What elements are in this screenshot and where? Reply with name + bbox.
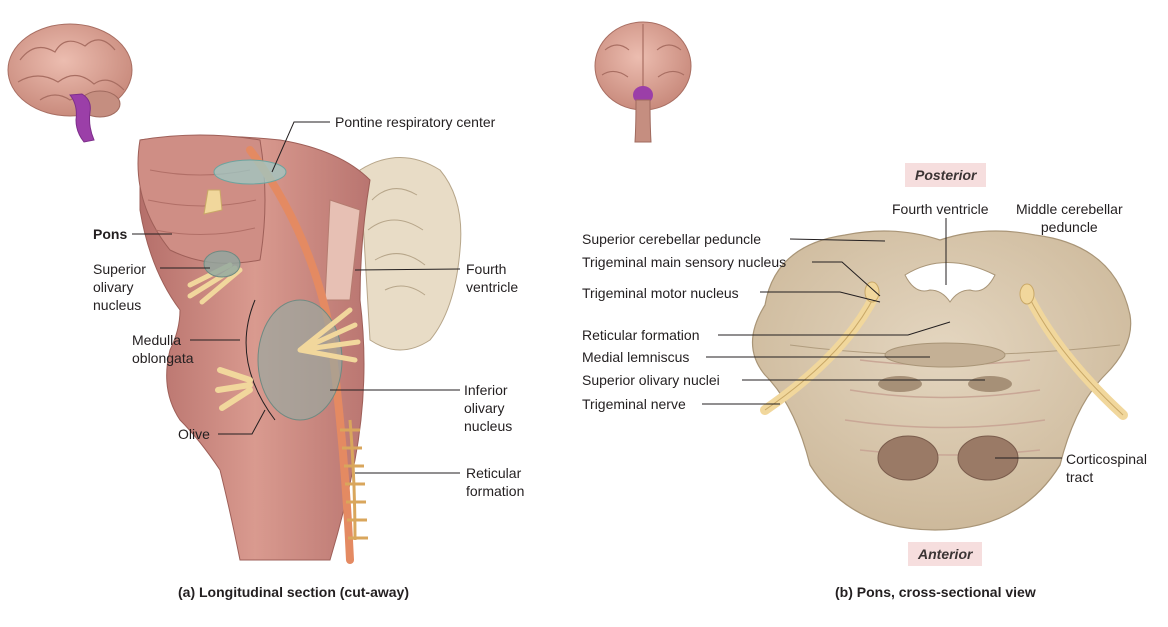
- label-trigeminal-main-sensory-nucleus: Trigeminal main sensory nucleus: [582, 254, 787, 270]
- orientation-anterior: Anterior: [908, 542, 983, 566]
- label-pontine-respiratory-center: Pontine respiratory center: [335, 114, 496, 130]
- label-middle-cerebellar-peduncle: Middle cerebellar peduncle: [1016, 201, 1123, 235]
- label-fourth-ventricle-a: Fourth ventricle: [466, 261, 519, 295]
- brain-anterior-icon: [594, 21, 692, 143]
- label-reticular-formation-b: Reticular formation: [582, 327, 700, 343]
- brainstem-longitudinal: [137, 134, 462, 564]
- label-trigeminal-nerve: Trigeminal nerve: [582, 396, 686, 412]
- label-corticospinal-tract: Corticospinal tract: [1066, 451, 1147, 485]
- label-reticular-formation-a: Reticular formation: [466, 465, 525, 499]
- orientation-posterior: Posterior: [905, 163, 987, 187]
- label-pons: Pons: [93, 226, 128, 242]
- label-trigeminal-motor-nucleus: Trigeminal motor nucleus: [582, 285, 739, 301]
- label-olive: Olive: [178, 426, 210, 442]
- label-superior-olivary-nuclei: Superior olivary nuclei: [582, 372, 720, 388]
- label-medulla-oblongata: Medulla oblongata: [132, 332, 194, 366]
- caption-panel-a: (a) Longitudinal section (cut-away): [178, 584, 410, 600]
- label-superior-cerebellar-peduncle: Superior cerebellar peduncle: [582, 231, 761, 247]
- label-medial-lemniscus: Medial lemniscus: [582, 349, 690, 365]
- panel-b-leader-lines: [702, 218, 1062, 459]
- caption-panel-b: (b) Pons, cross-sectional view: [835, 584, 1036, 600]
- brain-lateral-icon: [7, 23, 133, 143]
- label-inferior-olivary-nucleus: Inferior olivary nucleus: [464, 382, 513, 434]
- panel-a-leader-lines: [132, 121, 461, 474]
- label-superior-olivary-nucleus: Superior olivary nucleus: [93, 261, 146, 313]
- label-fourth-ventricle-b: Fourth ventricle: [892, 201, 989, 217]
